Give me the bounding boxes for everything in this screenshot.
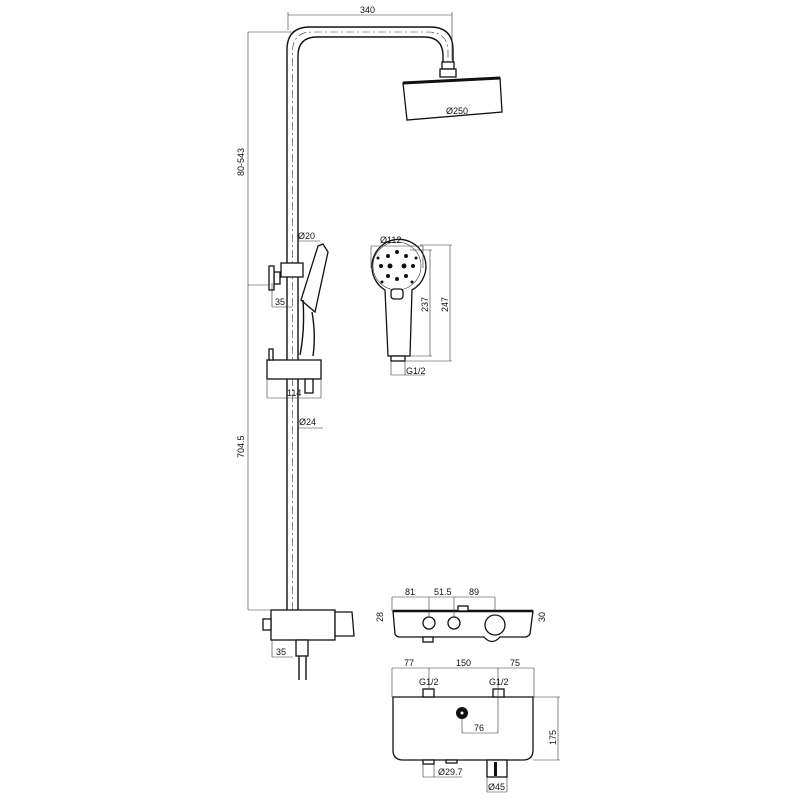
slider-width-label: 114 [287,388,301,398]
hand-shower-front: Ø112 237 247 G1/2 [370,235,452,376]
front-dim-1-label: 81 [405,587,415,597]
hand-shower-side [299,243,329,357]
hand-length-outer-label: 247 [440,297,450,312]
outlet-small-label: Ø29.7 [438,767,463,777]
body-height-label: 175 [548,730,558,745]
bottom-dim-1-label: 77 [404,658,414,668]
rail-diameter-label: Ø20 [298,231,315,241]
front-dim-3-label: 89 [469,587,479,597]
hand-thread-label: G1/2 [406,366,426,376]
pipe-diameter-label: Ø24 [299,417,316,427]
front-height-left-label: 28 [375,612,385,622]
head-diameter-label: Ø250 [446,106,468,116]
shower-column: Ø250 340 80-543 704.5 35 Ø20 [236,5,503,680]
height-adjust-label: 80-543 [236,148,246,176]
outlet-large-label: Ø45 [488,782,505,792]
base-offset-label: 35 [276,647,286,657]
inlet-left-label: G1/2 [419,677,439,687]
front-height-right-label: 30 [537,612,547,622]
bottom-dim-3-label: 75 [510,658,520,668]
overhead-shower-head: Ø250 [402,76,503,121]
thermostat-front: 81 51.5 89 28 30 [375,587,547,643]
wall-holder: 35 Ø20 [268,231,320,308]
bottom-dim-2-label: 150 [456,658,471,668]
lower-height-label: 704.5 [236,435,246,458]
knob-offset-label: 76 [474,723,484,733]
hand-length-inner-label: 237 [420,297,430,312]
front-dim-2-label: 51.5 [434,587,452,597]
slider: 114 Ø24 [266,348,323,429]
thermostat-side: 35 [262,609,355,680]
thermostat-bottom: 77 150 75 G1/2 G1/2 76 175 Ø29.7 Ø45 [391,658,560,793]
top-width-label: 340 [360,5,375,15]
hand-diameter-label: Ø112 [380,235,401,245]
inlet-right-label: G1/2 [489,677,509,687]
holder-offset-label: 35 [275,297,285,307]
